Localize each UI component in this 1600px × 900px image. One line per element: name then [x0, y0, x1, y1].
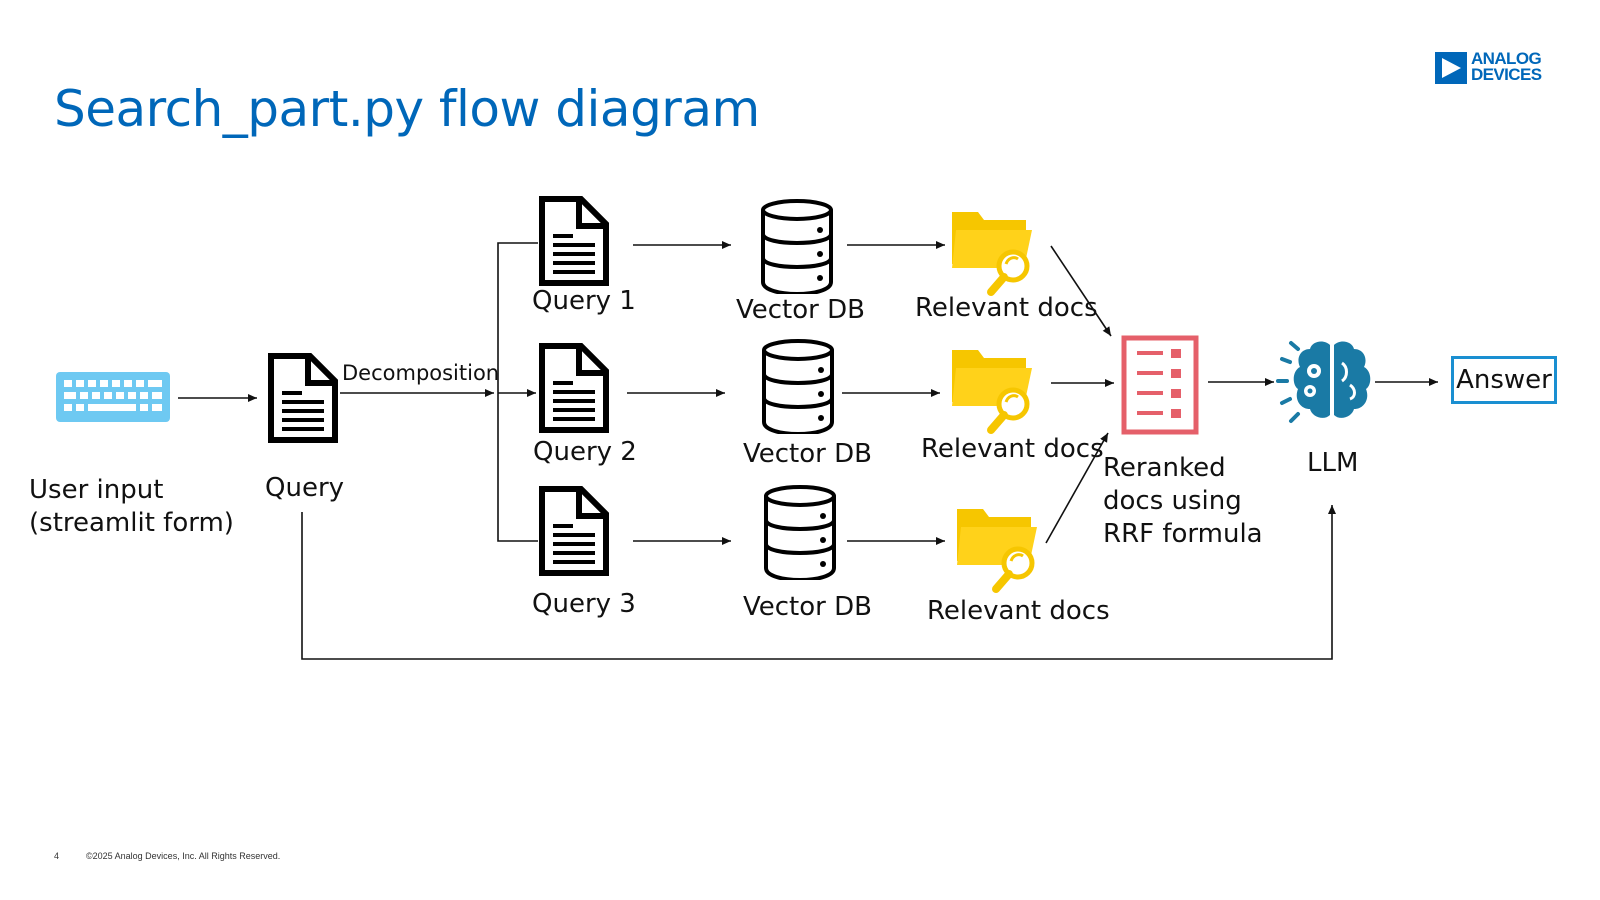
llm-label: LLM [1307, 448, 1359, 478]
vector-db-2-label: Vector DB [743, 439, 872, 469]
arrow-docs3-to-rerank [1045, 432, 1109, 544]
query-label: Query [265, 473, 345, 503]
logo-triangle-icon [1435, 52, 1467, 84]
slide-title: Search_part.py flow diagram [54, 80, 760, 138]
relevant-docs-3-label: Relevant docs [927, 596, 1110, 626]
reranked-label: Reranked docs using RRF formula [1103, 453, 1263, 549]
query-2-label: Query 2 [533, 437, 637, 467]
llm-brain-gears-icon [1276, 341, 1371, 423]
logo-wordmark: ANALOG DEVICES [1471, 49, 1561, 84]
arrow-docs1-to-rerank [1050, 245, 1112, 337]
logo-line-2: DEVICES [1471, 65, 1542, 84]
page-number: 4 [54, 851, 60, 861]
query-3-document-icon [539, 486, 609, 576]
copyright-text: ©2025 Analog Devices, Inc. All Rights Re… [86, 851, 281, 861]
logo-line-1: ANALOG [1471, 49, 1542, 68]
vector-db-1-label: Vector DB [736, 295, 865, 325]
user-input-label: User input (streamlit form) [29, 475, 234, 538]
vector-db-2-icon [762, 339, 834, 434]
answer-box: Answer [1451, 356, 1557, 404]
arrow-query-bypass-to-llm [301, 505, 1336, 660]
keyboard-icon [56, 372, 170, 422]
relevant-docs-1-folder-search-icon [952, 212, 1032, 296]
relevant-docs-2-folder-search-icon [952, 350, 1032, 434]
query-1-label: Query 1 [532, 286, 636, 316]
analog-devices-logo: ANALOG DEVICES [1435, 49, 1561, 88]
query-2-document-icon [539, 343, 609, 433]
query-document-icon [268, 353, 338, 443]
relevant-docs-1-label: Relevant docs [915, 293, 1098, 323]
vector-db-3-label: Vector DB [743, 592, 872, 622]
vector-db-3-icon [764, 485, 836, 580]
branch-bracket [497, 242, 538, 542]
query-3-label: Query 3 [532, 589, 636, 619]
reranked-list-icon [1121, 335, 1199, 435]
relevant-docs-3-folder-search-icon [957, 509, 1037, 593]
query-1-document-icon [539, 196, 609, 286]
relevant-docs-2-label: Relevant docs [921, 434, 1104, 464]
vector-db-1-icon [761, 199, 833, 294]
decomposition-label: Decomposition [342, 361, 500, 385]
